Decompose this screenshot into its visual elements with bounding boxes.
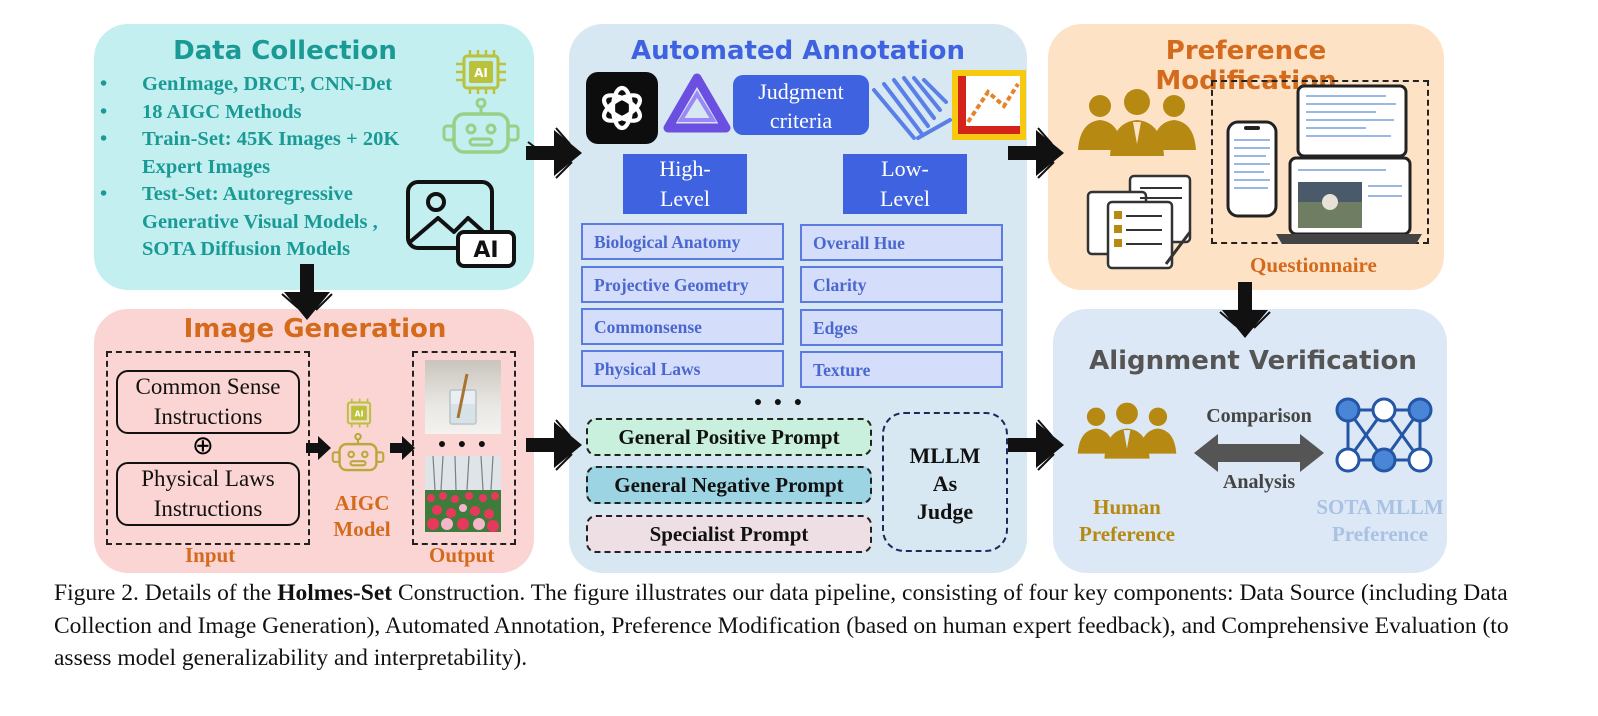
low-level-line-2: Level xyxy=(879,186,931,211)
judge-line-3: Judge xyxy=(916,499,974,524)
flow-arrow-icon xyxy=(1008,127,1064,179)
low-level-item: Clarity xyxy=(800,266,1003,303)
ai-image-icon: AI xyxy=(406,180,516,268)
down-flow-arrow-icon xyxy=(1219,282,1271,338)
high-level-item: Commonsense xyxy=(581,308,784,345)
down-flow-arrow-icon xyxy=(281,264,333,320)
high-level-header: High- Level xyxy=(623,154,747,214)
high-level-item: Projective Geometry xyxy=(581,266,784,303)
ai-chip-icon: AI xyxy=(346,398,372,428)
human-group-icon xyxy=(1077,402,1177,459)
tulip-field-image xyxy=(425,456,501,532)
human-label-line-1: Human xyxy=(1093,495,1161,519)
neural-network-icon xyxy=(1335,397,1433,473)
data-collection-list: GenImage, DRCT, CNN-Det 18 AIGC Methods … xyxy=(100,71,420,264)
questionnaire-label: Questionnaire xyxy=(1250,253,1377,277)
qwen-logo-icon xyxy=(663,73,731,133)
general-positive-prompt: General Positive Prompt xyxy=(586,418,872,456)
low-level-header: Low- Level xyxy=(843,154,967,214)
robot-icon xyxy=(331,432,385,472)
mllm-label-line-2: Preference xyxy=(1332,522,1428,546)
flow-arrow-icon xyxy=(526,127,582,179)
output-dots: ● ● ● xyxy=(437,437,491,452)
specialist-prompt: Specialist Prompt xyxy=(586,515,872,553)
openai-logo-icon xyxy=(586,72,658,144)
input-label: Input xyxy=(185,543,236,567)
devices-questionnaire-icon xyxy=(1226,84,1422,244)
low-level-item: Edges xyxy=(800,309,1003,346)
aigc-model-label: AIGC Model xyxy=(322,490,402,542)
caption-bold: Holmes-Set xyxy=(277,580,393,606)
aigc-label-line-2: Model xyxy=(333,517,391,541)
automated-annotation-title: Automated Annotation xyxy=(631,36,965,66)
list-item: Train-Set: 45K Images + 20K Expert Image… xyxy=(100,126,402,181)
checklist-documents-icon xyxy=(1086,174,1192,270)
ai-chip-label: AI xyxy=(474,66,488,80)
output-frame xyxy=(412,351,516,545)
alignment-verification-title: Alignment Verification xyxy=(1089,346,1417,376)
low-level-item: Texture xyxy=(800,351,1003,388)
water-glass-image xyxy=(425,360,501,434)
list-item: Test-Set: Autoregressive Generative Visu… xyxy=(100,181,407,264)
low-level-line-1: Low- xyxy=(881,156,929,181)
right-arrow-icon xyxy=(390,436,415,460)
plus-icon: ⊕ xyxy=(192,431,214,460)
physical-laws-instructions-box: Physical Laws Instructions xyxy=(116,462,300,526)
chart-logo-icon xyxy=(952,70,1026,140)
data-collection-title: Data Collection xyxy=(173,36,397,66)
judge-line-2: As xyxy=(932,471,958,496)
general-negative-prompt: General Negative Prompt xyxy=(586,466,872,504)
judgment-criteria-label: Judgment criteria xyxy=(758,79,844,133)
criteria-dots: ● ● ● xyxy=(753,395,807,410)
figure-caption: Figure 2. Details of the Holmes-Set Cons… xyxy=(54,577,1544,675)
high-level-line-2: Level xyxy=(659,186,711,211)
comparison-label: Comparison xyxy=(1206,405,1312,427)
low-level-item: Overall Hue xyxy=(800,224,1003,261)
list-item: GenImage, DRCT, CNN-Det xyxy=(100,71,420,99)
list-item: 18 AIGC Methods xyxy=(100,99,420,127)
robot-icon xyxy=(442,98,520,154)
aigc-label-line-1: AIGC xyxy=(334,491,390,515)
mllm-as-judge-box: MLLM As Judge xyxy=(882,412,1008,552)
caption-rest: Construction. The figure illustrates our… xyxy=(54,580,1509,671)
human-preference-label: Human Preference xyxy=(1068,494,1186,548)
double-arrow-icon xyxy=(1194,434,1324,472)
mllm-preference-label: SOTA MLLM Preference xyxy=(1302,494,1458,548)
ai-chip-label: AI xyxy=(354,409,363,418)
ai-image-label: AI xyxy=(473,238,498,263)
human-label-line-2: Preference xyxy=(1079,522,1175,546)
caption-prefix: Figure 2. Details of the xyxy=(54,580,278,606)
output-label: Output xyxy=(429,543,495,567)
right-arrow-icon xyxy=(306,436,331,460)
deepseek-logo-icon xyxy=(872,76,952,140)
common-sense-instructions-box: Common Sense Instructions xyxy=(116,370,300,434)
high-level-item: Biological Anatomy xyxy=(581,223,784,260)
expert-group-icon xyxy=(1078,89,1196,156)
high-level-item: Physical Laws xyxy=(581,350,784,387)
flow-arrow-icon xyxy=(526,419,582,471)
high-level-line-1: High- xyxy=(659,156,711,181)
ai-chip-icon: AI xyxy=(456,50,506,94)
analysis-label: Analysis xyxy=(1222,471,1296,493)
judge-line-1: MLLM xyxy=(909,443,981,468)
flow-arrow-icon xyxy=(1008,419,1064,471)
judgment-criteria-box: Judgment criteria xyxy=(733,75,869,135)
image-generation-title: Image Generation xyxy=(183,314,447,344)
mllm-label-line-1: SOTA MLLM xyxy=(1316,495,1444,519)
